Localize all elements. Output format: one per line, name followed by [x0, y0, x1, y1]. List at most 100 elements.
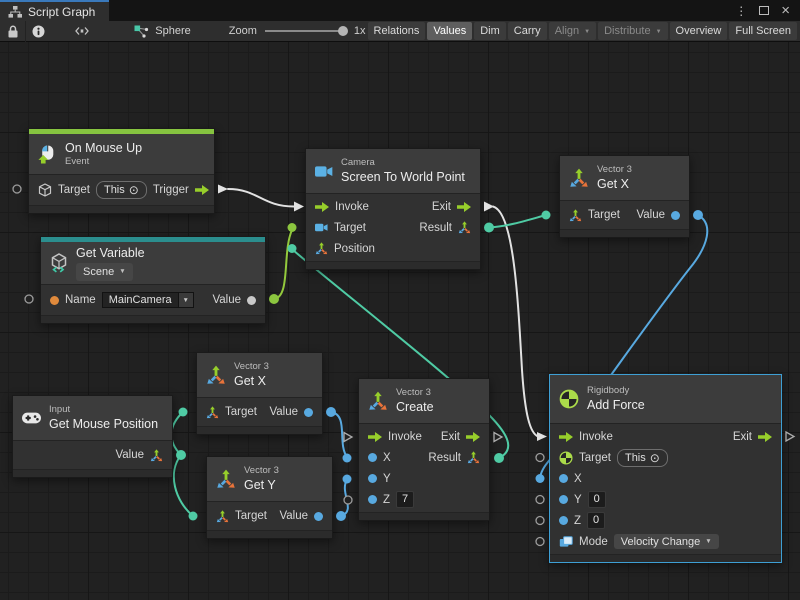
tab-bar: Script Graph	[0, 0, 800, 21]
target-self-button[interactable]: This	[617, 449, 668, 467]
enum-icon	[559, 536, 573, 548]
gameobject-cube-icon	[38, 183, 52, 197]
vector3-icon	[569, 209, 582, 222]
tab-script-graph[interactable]: Script Graph	[0, 0, 109, 21]
vector3-icon	[368, 391, 388, 411]
lock-button[interactable]	[0, 21, 25, 42]
graph-context-breadcrumb[interactable]: Sphere	[134, 25, 190, 38]
node-title: Get Y	[244, 477, 279, 493]
port-label-invoke: Invoke	[335, 201, 369, 213]
zoom-slider[interactable]	[265, 30, 346, 32]
full-screen-button[interactable]: Full Screen	[729, 22, 797, 40]
node-get-mouse-position[interactable]: Input Get Mouse Position Value	[12, 395, 173, 478]
rigidbody-icon	[559, 451, 573, 465]
port-label-exit: Exit	[441, 431, 460, 443]
node-get-variable[interactable]: Get Variable Scene Name MainCamera Value	[40, 236, 266, 324]
y-value-field[interactable]: 0	[588, 491, 606, 508]
rigidbody-icon	[559, 389, 579, 409]
node-title: Create	[396, 399, 434, 415]
port-label-target: Target	[235, 510, 267, 522]
relations-button[interactable]: Relations	[368, 22, 426, 40]
node-footer	[197, 426, 322, 434]
zoom-label: Zoom	[229, 25, 257, 37]
x-port-dot[interactable]	[368, 453, 377, 462]
variable-scope-dropdown[interactable]: Scene	[76, 263, 133, 280]
node-on-mouse-up[interactable]: On Mouse Up Event Target This Trigger	[28, 128, 215, 214]
node-footer	[13, 469, 172, 477]
lock-icon	[7, 25, 19, 38]
flow-arrow-icon	[368, 432, 382, 442]
port-label-value: Value	[115, 449, 144, 461]
align-dropdown[interactable]: Align	[549, 22, 596, 40]
node-kind: Input	[49, 404, 158, 416]
port-label-y: Y	[574, 494, 582, 506]
values-button[interactable]: Values	[427, 22, 472, 40]
graph-object-icon	[134, 25, 149, 38]
camera-icon	[315, 222, 328, 233]
node-title: Get X	[234, 373, 269, 389]
flow-arrow-icon	[195, 185, 209, 195]
graph-hierarchy-icon	[8, 6, 22, 18]
overview-button[interactable]: Overview	[670, 22, 728, 40]
z-port-dot[interactable]	[368, 495, 377, 504]
zoom-value: 1x	[354, 25, 366, 37]
node-title: On Mouse Up	[65, 140, 142, 156]
zoom-slider-knob[interactable]	[338, 26, 348, 36]
camera-icon	[315, 164, 333, 179]
code-icon	[75, 26, 89, 36]
node-title: Get X	[597, 176, 632, 192]
value-port-dot[interactable]	[671, 211, 680, 220]
node-title: Get Mouse Position	[49, 416, 158, 432]
node-vector3-get-y[interactable]: Vector 3 Get Y Target Value	[206, 456, 333, 539]
node-kind: Vector 3	[234, 361, 269, 373]
node-vector3-get-x-mid[interactable]: Vector 3 Get X Target Value	[196, 352, 323, 435]
port-label-invoke: Invoke	[388, 431, 422, 443]
info-button[interactable]	[26, 21, 51, 42]
vector3-icon	[467, 451, 480, 464]
port-label-mode: Mode	[579, 536, 608, 548]
z-value-field[interactable]: 7	[396, 491, 414, 508]
node-footer	[306, 261, 480, 269]
variable-name-dropdown[interactable]: MainCamera	[102, 292, 194, 308]
carry-button[interactable]: Carry	[508, 22, 547, 40]
vector3-icon	[206, 406, 219, 419]
maximize-icon[interactable]	[759, 6, 769, 15]
node-kind: Vector 3	[244, 465, 279, 477]
port-label-invoke: Invoke	[579, 431, 613, 443]
value-port-dot[interactable]	[314, 512, 323, 521]
x-port-dot[interactable]	[559, 474, 568, 483]
z-value-field[interactable]: 0	[587, 512, 605, 529]
value-port-dot[interactable]	[304, 408, 313, 417]
node-vector3-create[interactable]: Vector 3 Create Invoke Exit X Result	[358, 378, 490, 521]
toolbar-buttons: Relations Values Dim Carry Align Distrib…	[366, 22, 800, 40]
z-port-dot[interactable]	[559, 516, 568, 525]
node-add-force[interactable]: Rigidbody Add Force Invoke Exit Target T…	[549, 374, 782, 563]
node-title: Screen To World Point	[341, 169, 465, 185]
vector3-icon	[216, 469, 236, 489]
close-icon[interactable]	[781, 2, 790, 20]
node-title: Get Variable	[76, 245, 145, 261]
graph-object-label: Sphere	[155, 25, 190, 37]
vector3-icon	[315, 242, 328, 255]
self-target-icon	[650, 451, 660, 465]
distribute-dropdown[interactable]: Distribute	[598, 22, 667, 40]
port-label-result: Result	[419, 222, 452, 234]
code-preview-button[interactable]	[69, 21, 94, 42]
y-port-dot[interactable]	[559, 495, 568, 504]
name-port-dot[interactable]	[50, 296, 59, 305]
port-label-name: Name	[65, 294, 96, 306]
menu-kebab-icon[interactable]	[735, 2, 747, 20]
flow-arrow-icon	[466, 432, 480, 442]
node-screen-to-world-point[interactable]: Camera Screen To World Point Invoke Exit…	[305, 148, 481, 270]
value-port-dot[interactable]	[247, 296, 256, 305]
vector3-icon	[216, 510, 229, 523]
port-label-target: Target	[579, 452, 611, 464]
target-self-button[interactable]: This	[96, 181, 147, 199]
dim-button[interactable]: Dim	[474, 22, 506, 40]
port-label-exit: Exit	[733, 431, 752, 443]
port-label-value: Value	[212, 294, 241, 306]
y-port-dot[interactable]	[368, 474, 377, 483]
mode-dropdown[interactable]: Velocity Change	[614, 534, 719, 549]
node-vector3-get-x-top[interactable]: Vector 3 Get X Target Value	[559, 155, 690, 238]
port-label-target: Target	[588, 209, 620, 221]
